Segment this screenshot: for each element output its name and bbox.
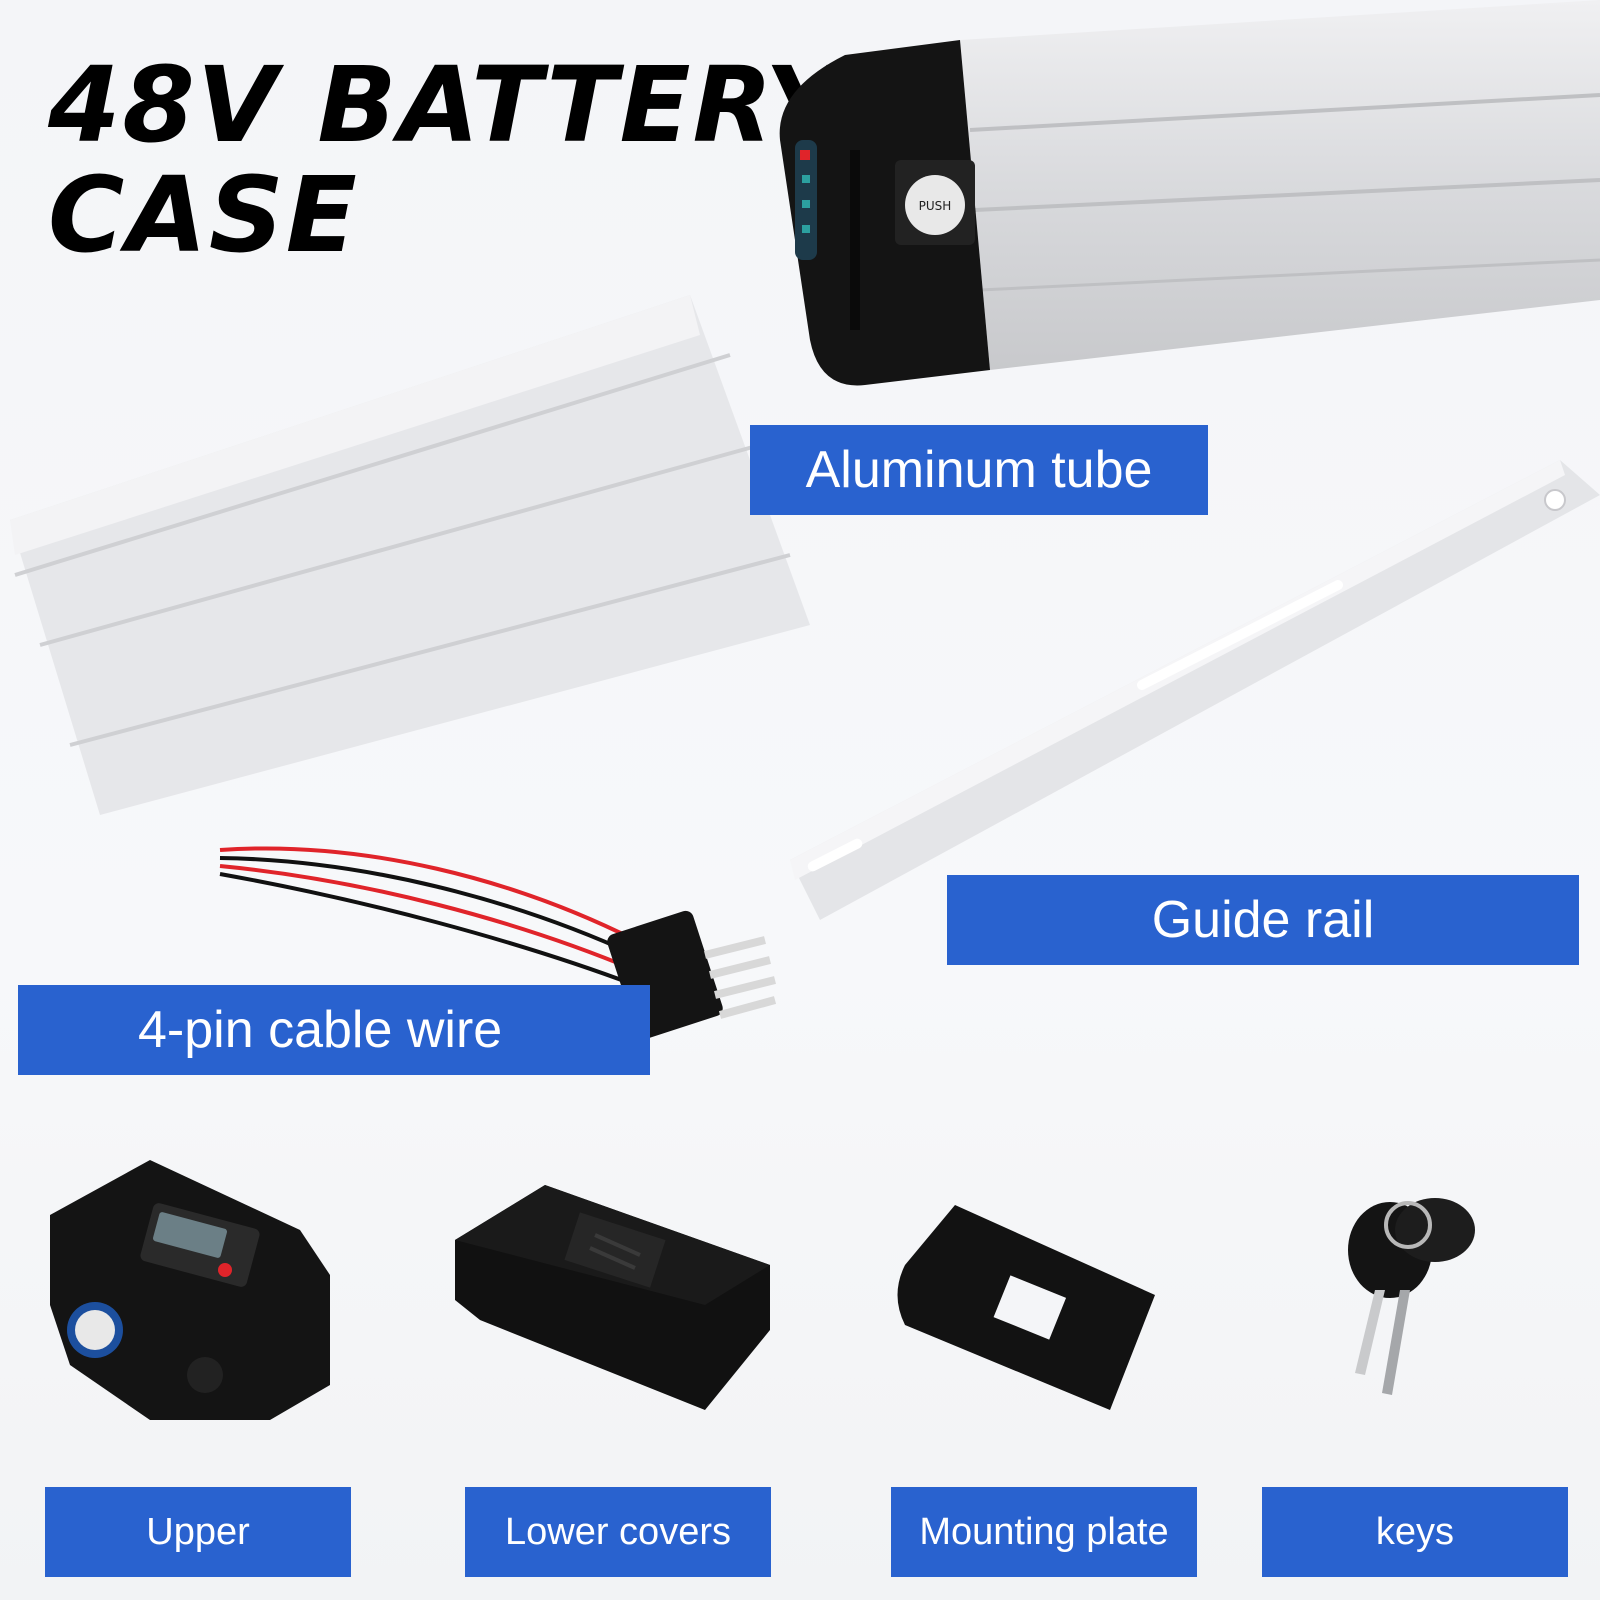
page-title: 48V BATTERY CASE [48,50,842,270]
title-line-2: CASE [48,154,359,276]
lower-covers-label: Lower covers [465,1487,771,1577]
guide-rail-label: Guide rail [947,875,1579,965]
battery-case-image: PUSH [779,0,1600,386]
title-line-1: 48V BATTERY [48,44,843,166]
keys-image [1348,1198,1475,1395]
upper-label: Upper [45,1487,351,1577]
keys-label: keys [1262,1487,1568,1577]
mounting-plate-image [897,1205,1155,1410]
push-text: PUSH [919,199,952,213]
aluminum-tube-image [10,295,810,815]
cable-wire-image [219,846,777,1040]
guide-rail-image [790,460,1600,920]
lower-cover-image [455,1185,770,1410]
mounting-plate-label: Mounting plate [891,1487,1197,1577]
aluminum-tube-label: Aluminum tube [750,425,1208,515]
upper-cover-image [50,1160,330,1420]
cable-wire-label: 4-pin cable wire [18,985,650,1075]
